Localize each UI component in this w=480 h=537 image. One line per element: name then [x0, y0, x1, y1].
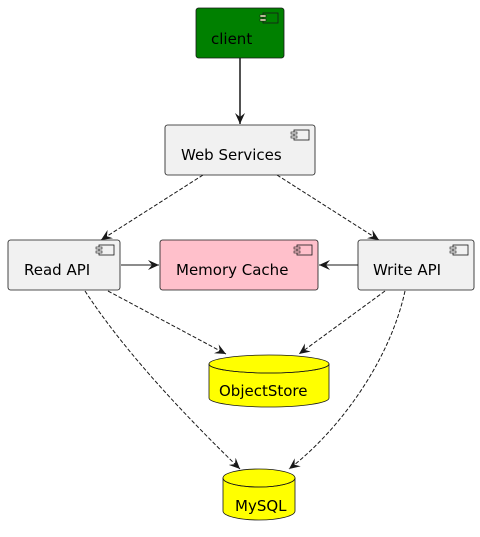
read-api-label: Read API — [24, 261, 90, 279]
component-read-api: Read API — [7, 239, 121, 291]
component-icon — [259, 12, 279, 24]
component-memory-cache: Memory Cache — [159, 239, 319, 291]
component-web-services: Web Services — [164, 124, 316, 176]
component-icon — [293, 244, 313, 256]
edge-writeapi-objectstore — [298, 290, 386, 355]
component-icon — [95, 244, 115, 256]
component-client: client — [195, 7, 285, 59]
objectstore-label: ObjectStore — [219, 382, 308, 400]
edge-readapi-mysql — [84, 290, 241, 470]
component-icon — [449, 244, 469, 256]
database-objectstore: ObjectStore — [208, 354, 330, 408]
connectors — [84, 58, 406, 470]
component-icon — [290, 129, 310, 141]
database-mysql: MySQL — [222, 468, 296, 521]
web-services-label: Web Services — [181, 146, 282, 164]
edge-webservices-readapi — [100, 174, 204, 241]
component-write-api: Write API — [357, 239, 475, 291]
edge-webservices-writeapi — [276, 174, 380, 241]
memory-cache-label: Memory Cache — [176, 261, 288, 279]
write-api-label: Write API — [373, 261, 441, 279]
mysql-label: MySQL — [235, 497, 287, 515]
client-label: client — [211, 30, 252, 48]
edge-writeapi-mysql — [288, 290, 406, 470]
edge-readapi-objectstore — [107, 290, 227, 355]
